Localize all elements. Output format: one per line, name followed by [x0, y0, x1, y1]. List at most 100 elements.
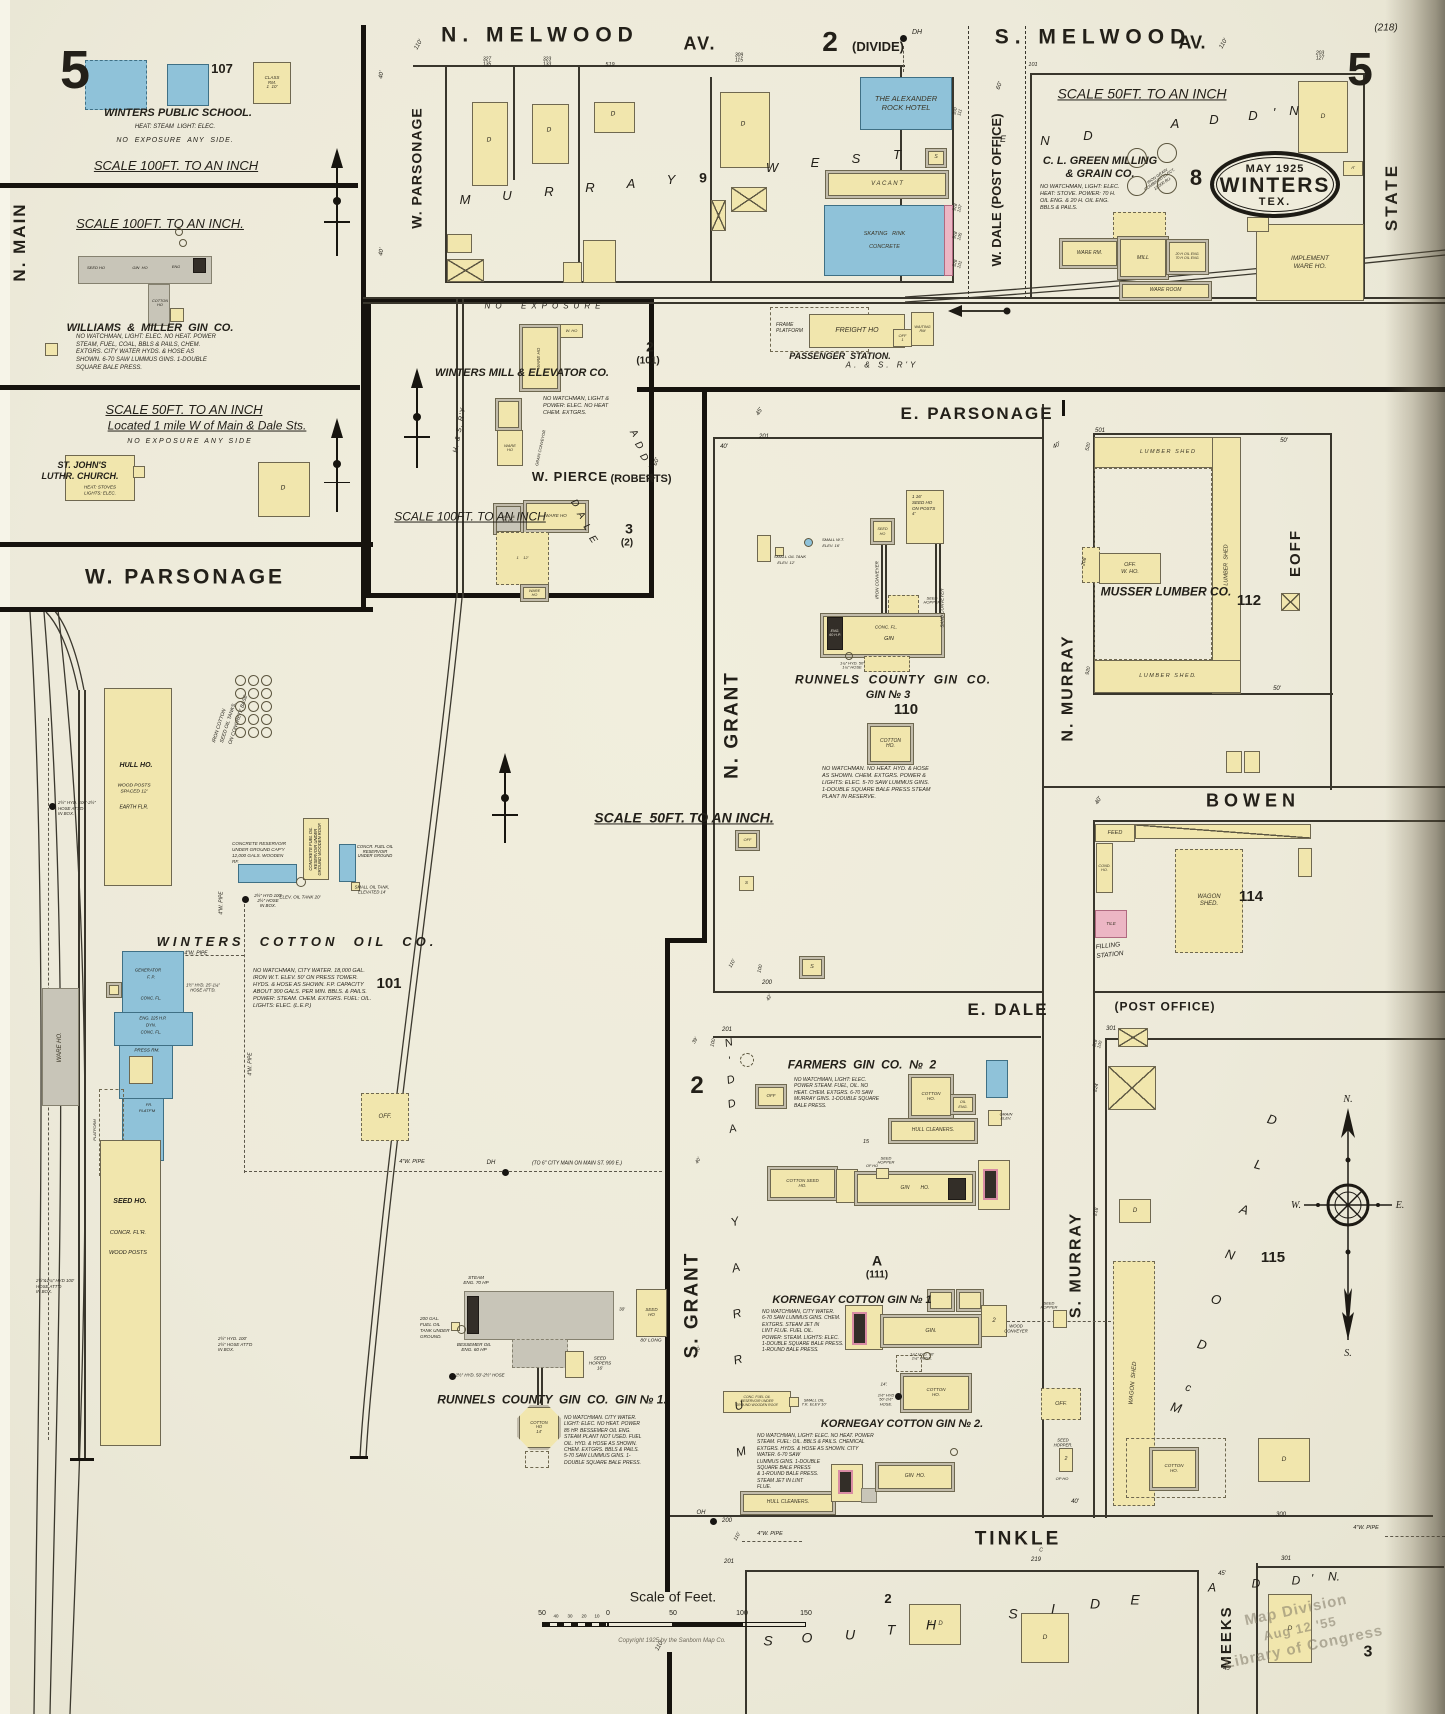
block-101: 101 — [376, 974, 402, 992]
building: D — [1021, 1613, 1069, 1663]
street-e-dale: E. DALE — [967, 999, 1049, 1019]
paper-edge-shadow — [1385, 0, 1445, 1714]
label-st-johns-church: ST. JOHN'S — [57, 460, 107, 471]
building-wagon-shed-114-label: WAGON SHED. — [1197, 894, 1221, 907]
map-line — [1256, 1563, 1258, 1714]
map-line — [745, 1570, 1198, 1572]
map-line — [1030, 73, 1032, 299]
scale-of-feet-title: Scale of Feet. — [629, 1588, 717, 1605]
map-label: 203 127 — [1315, 50, 1325, 62]
building-freight-house-label: FREIGHT HO — [835, 327, 879, 335]
map-label: 4″W. PIPE — [184, 950, 208, 957]
tank-circle — [260, 674, 272, 686]
map-label: Located 1 mile W of Main & Dale Sts. — [107, 418, 307, 433]
building — [447, 259, 484, 282]
building: OIL ENG. — [951, 1095, 975, 1114]
hydrant-dot — [48, 802, 56, 810]
note-kornegay-2: NO WATCHMAN, LIGHT: ELEC. NO HEAT. POWER… — [757, 1433, 874, 1491]
building — [496, 399, 521, 430]
building: COTTON SEED HO. — [768, 1167, 837, 1200]
hydrant-dot — [894, 1392, 902, 1400]
map-label: HEAT: STEAM LIGHT: ELEC. — [134, 123, 216, 130]
map-label: D — [1251, 1576, 1261, 1591]
tank-circle — [260, 726, 272, 738]
map-line — [885, 544, 887, 616]
scale-bar-tick-label: 0 — [606, 1610, 610, 1618]
map-note: FRAME PLATFORM — [776, 322, 803, 335]
map-line — [462, 299, 464, 598]
building: ENG. 60 H.P. — [827, 617, 843, 650]
map-label: ENG — [171, 264, 181, 269]
map-label: LIGHTS: ELEC. — [84, 490, 116, 496]
building — [133, 466, 145, 478]
building: COTTON HO. — [909, 1075, 953, 1118]
map-line — [665, 938, 670, 1592]
map-label: 200 — [721, 1517, 733, 1524]
building — [148, 284, 170, 326]
compass-n: N. — [1342, 1094, 1352, 1105]
building-implement-warehouse: IMPLEMENT WARE HO. — [1256, 224, 1364, 301]
map-label: S — [763, 1632, 773, 1649]
map-label: OH — [696, 1509, 706, 1516]
building-class-room-label: CLASS RM. 1 10' — [264, 74, 280, 90]
tank-circle — [179, 239, 187, 247]
building-label: S — [744, 880, 748, 886]
scale-bar-tick-label: 100 — [736, 1610, 748, 1618]
label-musser-lumber: MUSSER LUMBER CO. — [1100, 584, 1232, 599]
building — [1247, 217, 1269, 232]
building — [852, 1312, 867, 1345]
scale-bar-tick-label: 50 — [538, 1610, 546, 1618]
block-114: 114 — [1238, 887, 1264, 905]
building-label: COND. HO. — [1098, 863, 1111, 872]
building: OFF — [756, 1085, 786, 1108]
map-label: HEAT: STOVES — [83, 484, 117, 490]
hydrant-dot — [241, 895, 249, 903]
tank-circle — [950, 1448, 958, 1456]
scale-bar-segment — [742, 1622, 806, 1627]
tank-circle — [803, 537, 813, 547]
building — [1226, 751, 1242, 773]
street-w-parsonage-h: W. PARSONAGE — [84, 565, 286, 589]
street-e-parsonage: E. PARSONAGE — [900, 403, 1054, 423]
map-label: U — [502, 187, 512, 203]
tank-circle — [247, 700, 259, 712]
map-label: R — [544, 183, 554, 199]
map-line — [1363, 73, 1365, 299]
building-label: 2 — [992, 1317, 996, 1324]
block-3: 3 — [1363, 1643, 1373, 1661]
north-arrow-circle — [501, 793, 509, 802]
map-label: SEED HO — [86, 264, 106, 270]
map-line — [1330, 433, 1332, 790]
map-line — [84, 690, 86, 1460]
building: S — [800, 957, 824, 978]
building — [525, 1451, 549, 1468]
building — [983, 1169, 998, 1200]
north-arrow-shaft — [416, 384, 418, 468]
map-line — [0, 183, 358, 188]
map-label: 327 135 — [482, 56, 492, 68]
building — [107, 983, 121, 997]
map-label: T — [886, 1621, 896, 1638]
map-note: 2½″&1¼″ HYD 100' HOSE ATT'D IN BOX. — [36, 1278, 75, 1295]
map-label: 2½″ HYD 100' 2½″ HOSE IN BOX. — [254, 892, 282, 908]
hydrant-dot — [501, 1168, 509, 1176]
map-label: SEED HOPPER — [1040, 1300, 1058, 1310]
map-label: SMALL OIL T.K. ELEV 10' — [801, 1397, 827, 1407]
building: D — [1258, 1438, 1310, 1482]
building — [988, 1110, 1002, 1126]
scale-bar-tick-label: 50 — [669, 1610, 677, 1618]
map-line — [0, 607, 373, 612]
building-label: WARE HO — [528, 588, 541, 597]
tank-circle — [1127, 148, 1147, 168]
map-label: (101) — [636, 355, 660, 367]
map-label: & GRAIN CO. — [1065, 168, 1135, 181]
note-winters-cotton-oil: NO WATCHMAN, CITY WATER. 18,000 GAL. IRO… — [253, 968, 372, 1010]
rail-line — [45, 611, 79, 691]
building-cotton-house-octagon: COTTON HO 14' — [517, 1405, 561, 1450]
building-label: COTTON HO. — [1164, 1463, 1184, 1473]
map-label: STEAM ENG. 70 HP — [463, 1275, 489, 1285]
building-seed-house-posts — [906, 490, 944, 544]
map-line — [968, 26, 969, 299]
scale-bar-minor-label: 40 — [553, 1613, 559, 1619]
map-line — [1105, 1515, 1433, 1517]
